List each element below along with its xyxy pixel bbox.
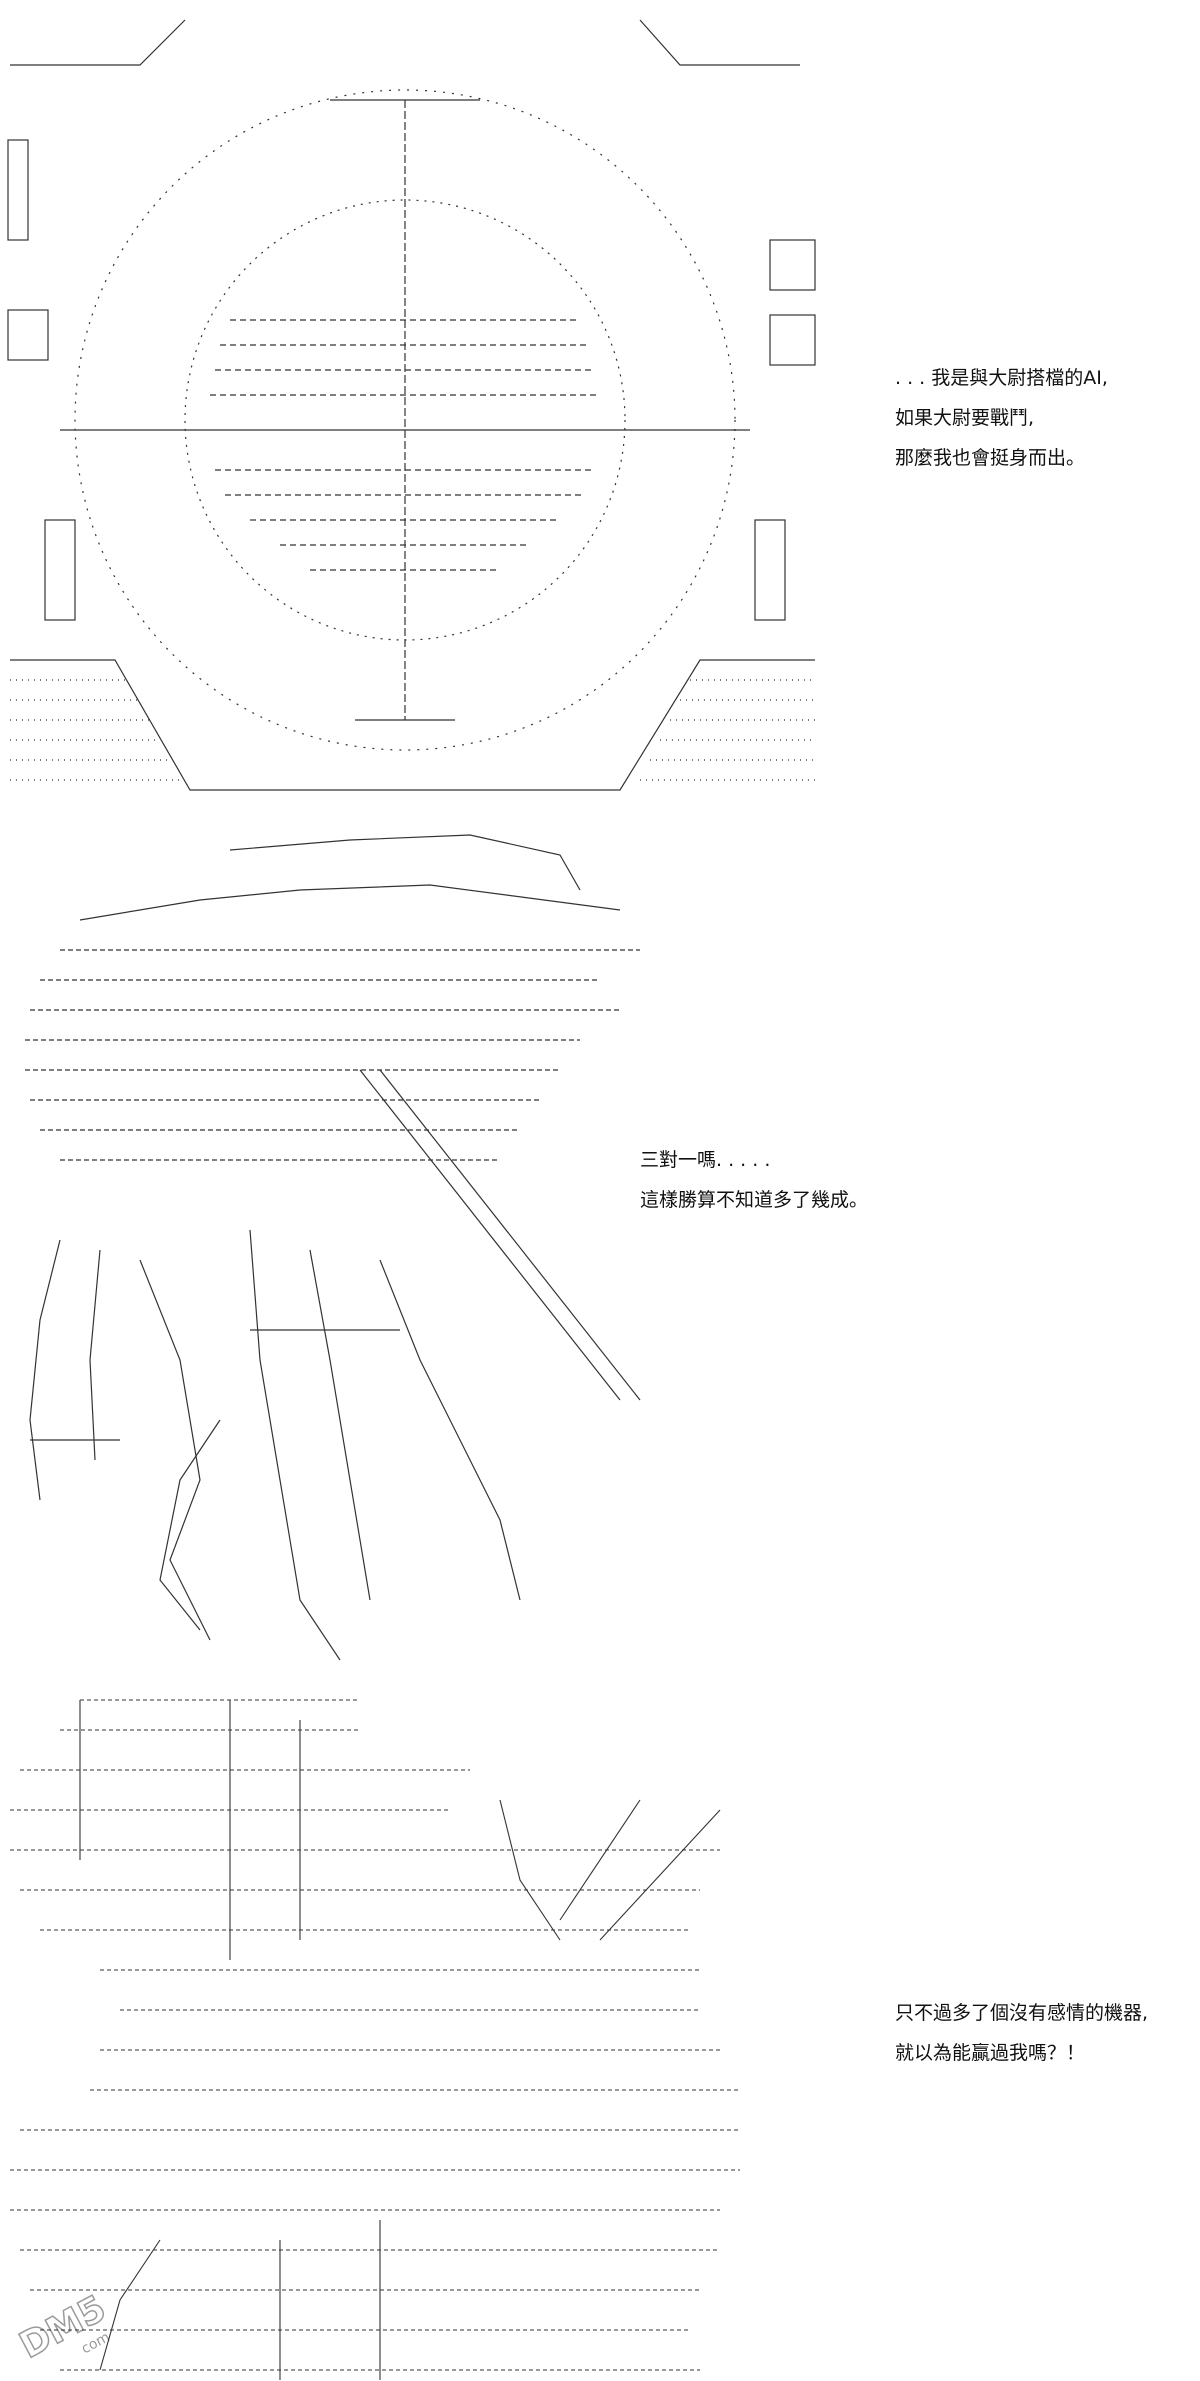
caption-panel-1: . . . 我是與大尉搭檔的AI, 如果大尉要戰鬥, 那麼我也會挺身而出。 [895, 358, 1108, 478]
panel-caped-figure: 三對一嗎. . . . . 這樣勝算不知道多了幾成。 [0, 800, 1200, 1680]
ascii-art-mech-battle-scene [0, 1680, 820, 2380]
caption-line: 只不過多了個沒有感情的機器, [895, 2002, 1149, 2024]
caption-panel-2: 三對一嗎. . . . . 這樣勝算不知道多了幾成。 [640, 1140, 868, 1220]
caption-line: 那麼我也會挺身而出。 [895, 447, 1086, 469]
caped-figure-drawing [25, 834, 641, 1661]
ascii-art-caped-robot-figure [0, 800, 660, 1680]
caption-line: 如果大尉要戰鬥, [895, 407, 1035, 429]
caption-line: 這樣勝算不知道多了幾成。 [640, 1189, 869, 1211]
caption-line: . . . 我是與大尉搭檔的AI, [895, 367, 1108, 389]
svg-text:DM5: DM5 [13, 2288, 112, 2367]
panel-targeting-scope: . . . 我是與大尉搭檔的AI, 如果大尉要戰鬥, 那麼我也會挺身而出。 [0, 0, 1200, 800]
ascii-art-targeting-scope [0, 0, 820, 800]
caption-panel-3: 只不過多了個沒有感情的機器, 就以為能贏過我嗎？！ [895, 1993, 1148, 2073]
mech-battle-drawing [10, 1699, 740, 2380]
caption-line: 三對一嗎. . . . . [640, 1149, 771, 1171]
caption-line: 就以為能贏過我嗎？！ [895, 2042, 1086, 2064]
targeting-scope-drawing [7, 19, 816, 791]
panel-mech-battle: 只不過多了個沒有感情的機器, 就以為能贏過我嗎？！ [0, 1680, 1200, 2380]
dm5-watermark-icon: DM5 com [10, 2280, 120, 2375]
